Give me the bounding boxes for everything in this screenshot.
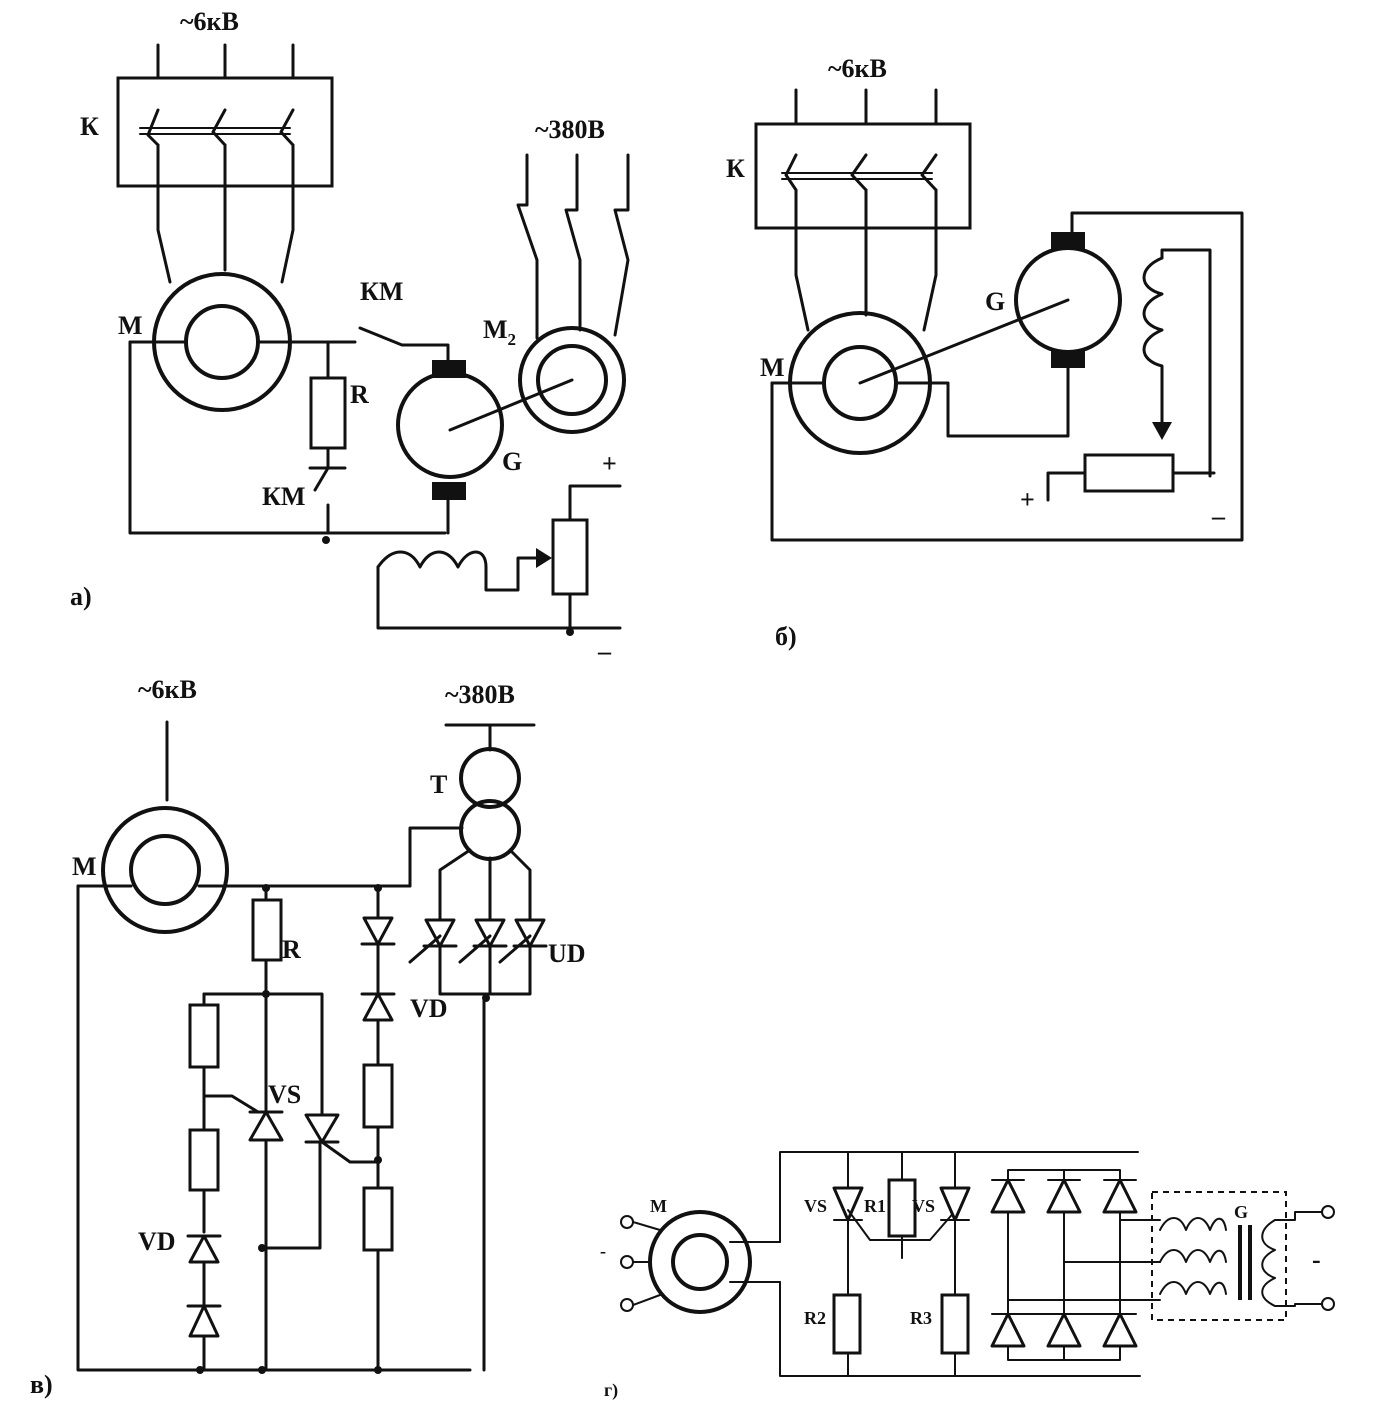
label-380v-v: ~380В (445, 680, 515, 709)
label-minus-b: – (1211, 502, 1226, 531)
bridge-diode-4 (990, 1312, 1026, 1348)
caption-a: а) (70, 582, 92, 611)
label-m-v: М (72, 852, 97, 881)
thyristor-ud-1 (424, 918, 456, 948)
motor-m2 (518, 326, 626, 434)
diagram-a: ~6кВ К М R КМ КМ G М2 ~ (70, 7, 630, 666)
resistor-r3-g (940, 1293, 970, 1355)
zener-vd-bottom (188, 1234, 220, 1264)
label-r: R (350, 380, 369, 409)
terminal-out-2 (1321, 1297, 1335, 1311)
resistor-r (309, 376, 347, 450)
label-r2-g: R2 (804, 1308, 826, 1328)
label-vd-bottom: VD (138, 1227, 176, 1256)
resistor-right-bottom (362, 1186, 394, 1252)
thyristor-vs-right-g (939, 1186, 971, 1222)
generator-g (396, 371, 504, 479)
diagram-b: ~6кВ К М G + – б) (726, 54, 1244, 651)
motor-m-v (101, 806, 229, 934)
generator-g-exciter (1151, 1191, 1287, 1321)
bridge-diode-5 (1046, 1312, 1082, 1348)
diagram-g: - М VS R2 R1 VS R3 (600, 1151, 1335, 1401)
caption-b: б) (775, 622, 797, 651)
resistor-right-top (362, 1063, 394, 1129)
caption-v: в) (30, 1370, 53, 1399)
diode-vd-top-1 (362, 916, 394, 946)
label-g-a: G (502, 447, 522, 476)
label-m: М (118, 311, 143, 340)
label-km-top: КМ (360, 277, 403, 306)
label-plus-a: + (602, 449, 617, 478)
thyristor-vs-left (248, 1110, 284, 1142)
transformer-t-primary (459, 747, 521, 809)
label-vs-right-g: VS (912, 1196, 935, 1216)
rheostat-a (551, 518, 589, 596)
resistor-left-mid (188, 1128, 220, 1192)
label-m-b: М (760, 353, 785, 382)
bridge-diode-3 (1102, 1178, 1138, 1214)
bridge-diode-1 (990, 1178, 1026, 1214)
terminal-out-1 (1321, 1205, 1335, 1219)
thyristor-ud-2 (474, 918, 506, 948)
label-m-g: М (650, 1196, 667, 1216)
resistor-r-v (251, 898, 283, 962)
caption-g: г) (604, 1380, 618, 1401)
label-input-dash: - (600, 1241, 606, 1261)
label-r-v: R (282, 935, 301, 964)
label-380v: ~380В (535, 115, 605, 144)
resistor-r2-g (832, 1293, 862, 1355)
thyristor-vs-right (304, 1113, 340, 1144)
label-g-g: G (1234, 1202, 1248, 1222)
thyristor-ud-3 (514, 918, 546, 948)
terminal-in-1 (620, 1215, 634, 1229)
label-output-minus: - (1312, 1245, 1321, 1274)
label-t: Т (430, 770, 447, 799)
label-minus-a: – (597, 637, 612, 666)
label-r3-g: R3 (910, 1308, 932, 1328)
label-k: К (80, 112, 99, 141)
label-6kv-b: ~6кВ (828, 54, 887, 83)
label-6kv: ~6кВ (180, 7, 239, 36)
switch-k-box-b (754, 122, 972, 230)
label-km-bottom: КМ (262, 482, 305, 511)
label-k-b: К (726, 154, 745, 183)
label-g-b: G (985, 287, 1005, 316)
motor-m-g (648, 1210, 752, 1314)
thyristor-vs-left-g (832, 1186, 864, 1222)
label-r1-g: R1 (864, 1196, 886, 1216)
bridge-diode-2 (1046, 1178, 1082, 1214)
label-vs-left-g: VS (804, 1196, 827, 1216)
zener-vd-top (362, 992, 394, 1022)
diode-vd-lower (188, 1304, 220, 1338)
rheostat-b (1083, 453, 1175, 493)
diagram-v: ~6кВ ~380В Т М R VD (30, 675, 586, 1399)
terminal-in-2 (620, 1255, 634, 1269)
label-6kv-v: ~6кВ (138, 675, 197, 704)
label-vd-top: VD (410, 994, 448, 1023)
bridge-diode-6 (1102, 1312, 1138, 1348)
label-plus-b: + (1020, 485, 1035, 514)
label-ud: UD (548, 939, 586, 968)
terminal-in-3 (620, 1298, 634, 1312)
label-vs-v: VS (268, 1080, 301, 1109)
label-m2: М2 (483, 315, 516, 349)
resistor-left-top (188, 1003, 220, 1069)
